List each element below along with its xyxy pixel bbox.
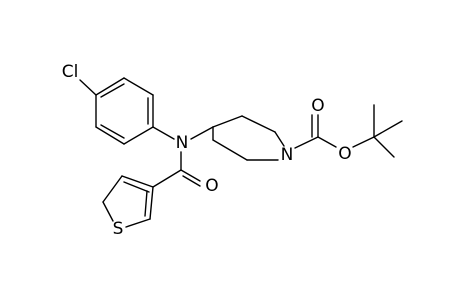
bond-thio-1-double xyxy=(123,181,150,193)
atom-cl: Cl xyxy=(62,62,79,82)
bond-o-tbu xyxy=(352,136,375,148)
bond-amide-co-double xyxy=(182,175,201,187)
bond-carbamate-o xyxy=(317,136,337,148)
bond-cl-c xyxy=(79,79,97,96)
bond-amide-co xyxy=(180,169,201,182)
bond-pip-1 xyxy=(212,115,243,128)
atom-o-amide: O xyxy=(205,176,218,196)
bond-ring-1-double xyxy=(100,83,125,98)
bond-ring-5 xyxy=(95,126,125,145)
atom-o-ester: O xyxy=(338,144,351,164)
bond-ring-5-double xyxy=(100,124,125,139)
bond-ring-4 xyxy=(123,126,154,145)
bond-thio-4 xyxy=(125,218,151,228)
bond-tbu-right xyxy=(373,120,403,138)
bond-lines xyxy=(79,77,403,228)
bond-carbonyl-thiophene xyxy=(152,169,182,188)
atom-n-piperidine: N xyxy=(281,145,294,165)
bond-thio-3 xyxy=(102,201,114,222)
bond-thio-5-double xyxy=(144,190,148,217)
bond-thio-2 xyxy=(102,175,123,203)
bond-pip-5 xyxy=(212,139,248,161)
atom-labels: Cl N O S N O O xyxy=(62,62,352,239)
bond-npip-carbamate xyxy=(294,136,319,149)
bond-thio-5 xyxy=(149,186,154,220)
atom-n-amide: N xyxy=(176,133,189,153)
bond-n-c4 xyxy=(190,126,214,140)
atom-s-thiophene: S xyxy=(113,219,124,239)
bond-tbu-down xyxy=(373,136,395,158)
atom-o-carbonyl: O xyxy=(311,96,324,116)
bond-ring-n xyxy=(152,126,175,140)
bond-ring-2 xyxy=(123,77,154,96)
bond-thio-1 xyxy=(121,175,154,188)
bond-pip-3 xyxy=(274,131,285,147)
bond-ring-1 xyxy=(95,77,125,96)
bond-pip-2 xyxy=(241,115,276,133)
